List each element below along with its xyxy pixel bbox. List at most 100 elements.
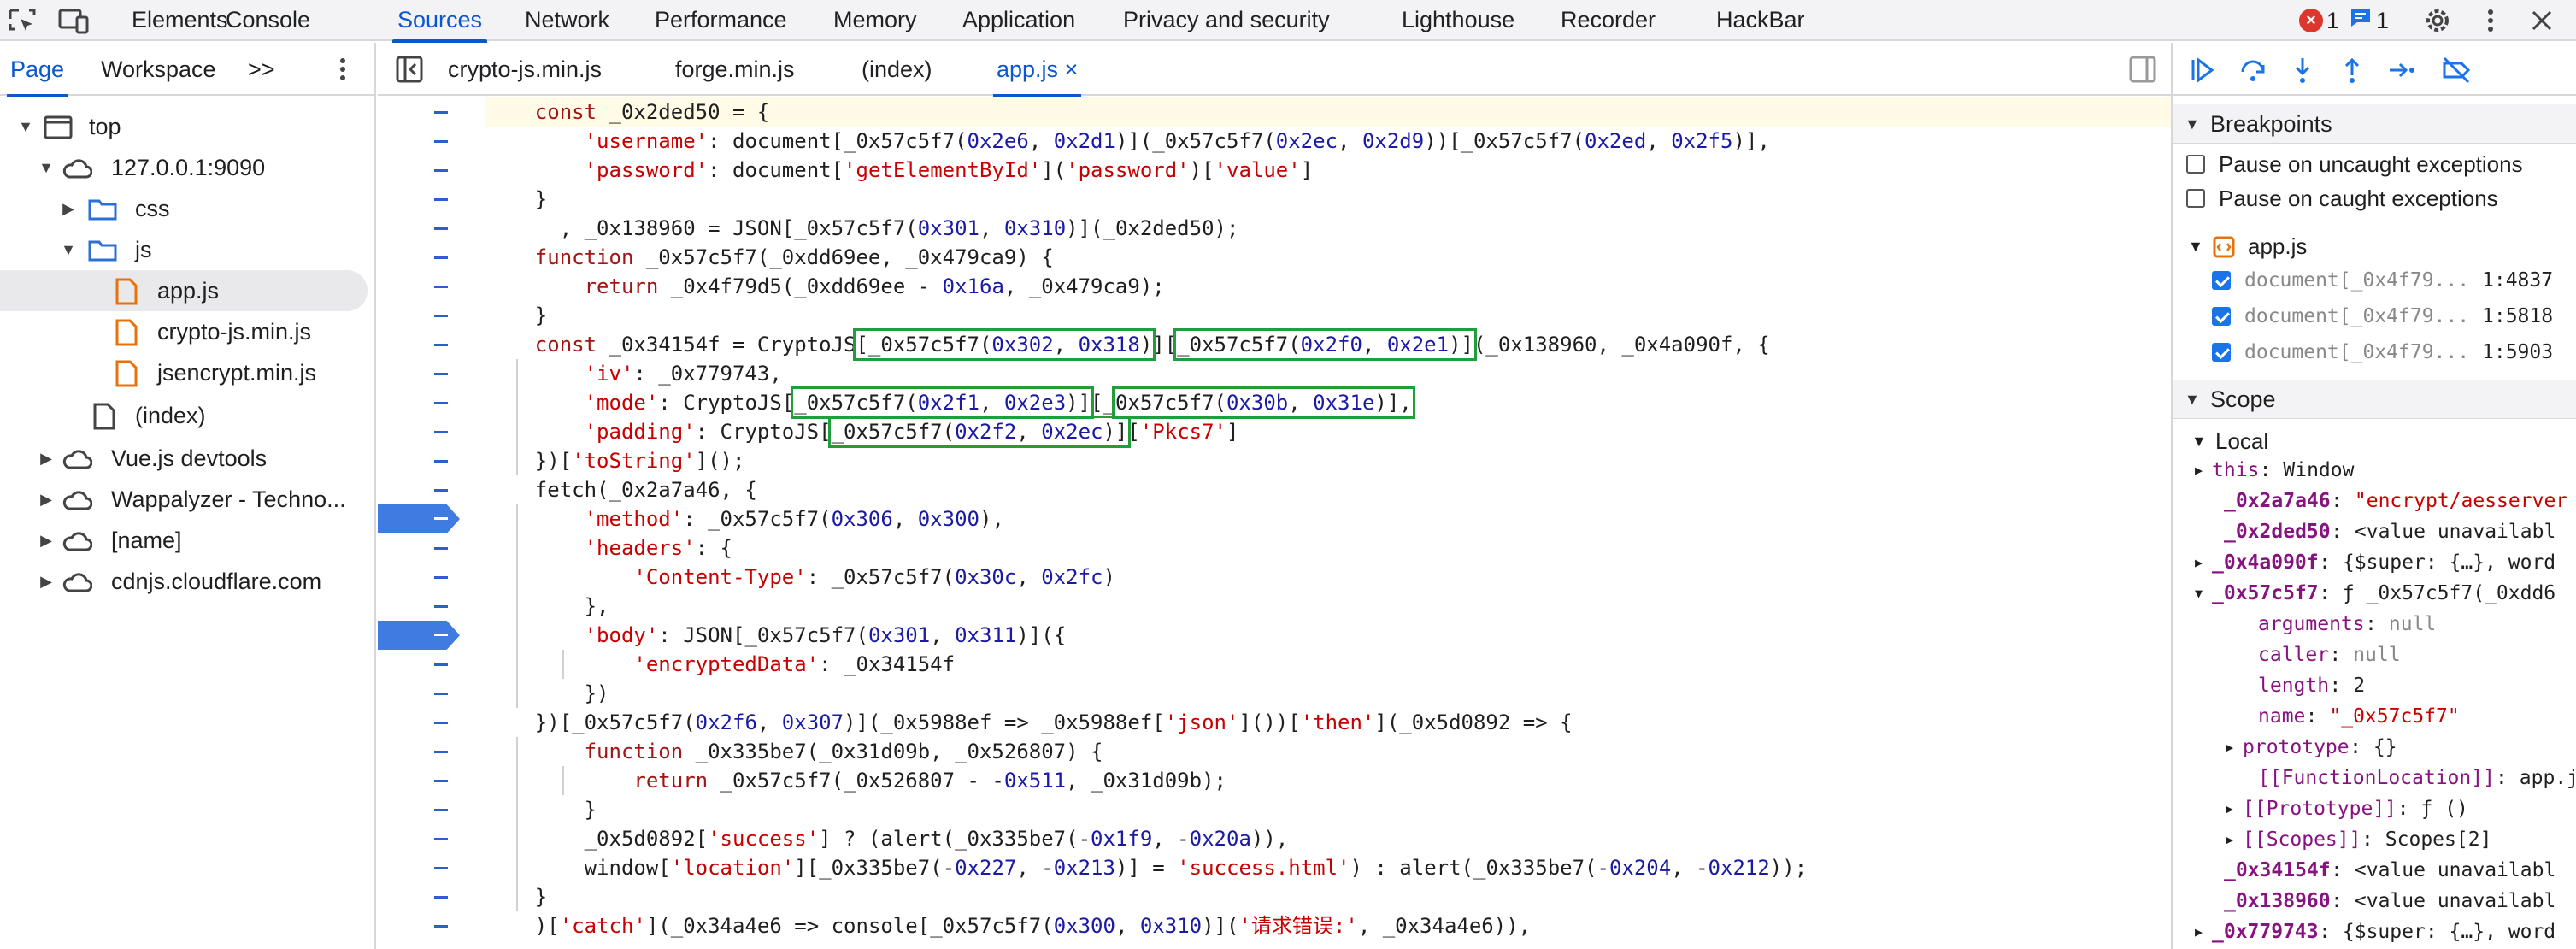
pause-caught-checkbox[interactable]	[2186, 189, 2205, 208]
close-devtools-icon[interactable]	[2525, 5, 2559, 36]
gutter-line-marker[interactable]	[434, 402, 448, 404]
collapsed-arrow-icon[interactable]: ▶	[2226, 740, 2234, 755]
navigator-menu-icon[interactable]	[338, 43, 347, 96]
scope-variable-row[interactable]: arguments:null	[2173, 609, 2576, 640]
gutter-line-marker[interactable]	[434, 605, 448, 608]
collapsed-arrow-icon[interactable]: ▶	[2195, 555, 2203, 570]
gutter-line-marker[interactable]	[434, 256, 448, 259]
deactivate-breakpoints-icon[interactable]	[2441, 55, 2472, 85]
gutter-line-marker[interactable]	[434, 286, 448, 288]
gutter-line-marker[interactable]	[434, 111, 448, 114]
code-view[interactable]: const _0x2ded50 = { 'username': document…	[485, 96, 2171, 949]
breakpoint-checkbox[interactable]	[2212, 307, 2231, 326]
code-line[interactable]: fetch(_0x2a7a46, {	[485, 475, 2171, 504]
code-line[interactable]: 'username': document[_0x57c5f7(0x2e6, 0x…	[485, 127, 2171, 156]
scope-variable-row[interactable]: _0x138960:<value unavailabl	[2173, 886, 2576, 917]
collapsed-arrow-icon[interactable]: ▶	[2195, 924, 2203, 940]
scope-variable-row[interactable]: [[FunctionLocation]]:app.j	[2173, 763, 2576, 793]
step-icon[interactable]	[2386, 55, 2417, 85]
expand-arrow-icon[interactable]: ▼	[2191, 433, 2207, 450]
tree-item-wappalyzer[interactable]: ▶ Wappalyzer - Techno...	[0, 479, 376, 520]
gutter-line-marker[interactable]	[434, 547, 448, 550]
expand-arrow-icon[interactable]: ▼	[38, 159, 54, 176]
more-options-icon[interactable]	[2473, 5, 2508, 36]
code-line[interactable]: 'encryptedData': _0x34154f	[485, 650, 2171, 679]
file-tab-index[interactable]: (index)	[862, 56, 932, 82]
gutter-line-marker[interactable]	[434, 809, 448, 811]
tree-item-jsencrypt[interactable]: jsencrypt.min.js	[0, 352, 376, 393]
scope-variable-row[interactable]: _0x2ded50:<value unavailabl	[2173, 516, 2576, 547]
gutter-line-marker[interactable]	[434, 780, 448, 782]
scope-variable-row[interactable]: ▶[[Scopes]]:Scopes[2]	[2173, 824, 2576, 855]
gutter-line-marker[interactable]	[434, 489, 448, 492]
scope-variable-row[interactable]: length:2	[2173, 670, 2576, 701]
error-count-badge[interactable]: × 1	[2299, 6, 2339, 35]
scope-local-header[interactable]: ▼ Local	[2173, 424, 2576, 458]
gutter-line-marker[interactable]	[434, 431, 448, 433]
tree-item-name[interactable]: ▶ [name]	[0, 520, 376, 561]
tab-network[interactable]: Network	[525, 7, 610, 32]
tab-recorder[interactable]: Recorder	[1561, 7, 1656, 32]
tab-privacy-and-security[interactable]: Privacy and security	[1123, 7, 1330, 32]
tree-item-app-js[interactable]: app.js	[0, 270, 368, 311]
expand-arrow-icon[interactable]: ▼	[18, 118, 33, 135]
gutter-line-marker[interactable]	[434, 925, 448, 928]
tab-page[interactable]: Page	[6, 43, 68, 97]
gutter-line-marker[interactable]	[434, 373, 448, 375]
gutter-line-marker[interactable]	[434, 198, 448, 201]
code-line[interactable]: }	[485, 795, 2171, 824]
gutter-line-marker[interactable]	[434, 867, 448, 869]
close-tab-icon[interactable]: ×	[1064, 56, 1079, 82]
breakpoint-checkbox[interactable]	[2212, 271, 2231, 290]
tree-item-js[interactable]: ▼ js	[0, 229, 376, 270]
breakpoint-item[interactable]: document[_0x4f79... 1:5903	[2173, 335, 2576, 369]
code-line[interactable]: const _0x2ded50 = {	[485, 97, 2171, 127]
code-line[interactable]: 'method': _0x57c5f7(0x306, 0x300),	[485, 504, 2171, 533]
code-line[interactable]: function _0x57c5f7(_0xdd69ee, _0x479ca9)…	[485, 243, 2171, 272]
code-line[interactable]: 'Content-Type': _0x57c5f7(0x30c, 0x2fc)	[485, 563, 2171, 592]
breakpoint-item[interactable]: document[_0x4f79... 1:5818	[2173, 299, 2576, 333]
scope-variable-row[interactable]: _0x2a7a46:"encrypt/aesserver	[2173, 486, 2576, 516]
step-over-icon[interactable]	[2238, 55, 2268, 85]
tab-lighthouse[interactable]: Lighthouse	[1402, 7, 1515, 32]
scope-variable-row[interactable]: name:"_0x57c5f7"	[2173, 701, 2576, 732]
code-line[interactable]: 'padding': CryptoJS[_0x57c5f7(0x2f2, 0x2…	[485, 417, 2171, 446]
breakpoint-checkbox[interactable]	[2212, 343, 2231, 362]
tab-sources[interactable]: Sources	[391, 0, 488, 43]
gutter-line-marker[interactable]	[434, 140, 448, 143]
scope-variable-row[interactable]: ▶[[Prototype]]:ƒ ()	[2173, 793, 2576, 824]
code-line[interactable]: }	[485, 882, 2171, 911]
code-line[interactable]: return _0x57c5f7(_0x526807 - -0x511, _0x…	[485, 766, 2171, 795]
code-line[interactable]: }	[485, 185, 2171, 214]
file-tab-app-js[interactable]: app.js ×	[992, 43, 1082, 97]
pause-caught-option[interactable]: Pause on caught exceptions	[2173, 181, 2576, 215]
line-gutter[interactable]	[378, 96, 485, 949]
code-line[interactable]: const _0x34154f = CryptoJS[_0x57c5f7(0x3…	[485, 330, 2171, 359]
expand-arrow-icon[interactable]: ▼	[2195, 586, 2203, 601]
toggle-navigator-icon[interactable]	[395, 43, 424, 96]
breakpoint-file-group[interactable]: ▼ app.js	[2173, 229, 2576, 263]
expand-arrow-icon[interactable]: ▼	[2188, 238, 2203, 255]
tab-performance[interactable]: Performance	[655, 7, 787, 32]
collapsed-arrow-icon[interactable]: ▶	[62, 200, 74, 217]
tab-workspace[interactable]: Workspace	[101, 56, 216, 82]
code-line[interactable]: },	[485, 592, 2171, 621]
tab-memory[interactable]: Memory	[833, 7, 917, 32]
gutter-line-marker[interactable]	[434, 838, 448, 840]
expand-arrow-icon[interactable]: ▼	[61, 241, 76, 258]
gutter-line-marker[interactable]	[434, 751, 448, 753]
tree-item-css[interactable]: ▶ css	[0, 188, 376, 229]
breakpoint-item[interactable]: document[_0x4f79... 1:4837	[2173, 263, 2576, 298]
inspect-element-icon[interactable]	[5, 5, 39, 36]
collapsed-arrow-icon[interactable]: ▶	[2226, 801, 2234, 816]
pause-uncaught-option[interactable]: Pause on uncaught exceptions	[2173, 147, 2576, 181]
collapsed-arrow-icon[interactable]: ▶	[40, 532, 52, 549]
gutter-line-marker[interactable]	[434, 460, 448, 463]
collapsed-arrow-icon[interactable]: ▶	[40, 573, 52, 590]
device-toolbar-icon[interactable]	[56, 5, 91, 36]
code-line[interactable]: 'iv': _0x779743,	[485, 359, 2171, 388]
scope-variable-row[interactable]: ▼_0x57c5f7:ƒ _0x57c5f7(_0xdd6	[2173, 578, 2576, 609]
gutter-line-marker[interactable]	[434, 693, 448, 695]
file-tab-crypto-js[interactable]: crypto-js.min.js	[448, 56, 603, 82]
tree-item-host[interactable]: ▼ 127.0.0.1:9090	[0, 147, 376, 188]
